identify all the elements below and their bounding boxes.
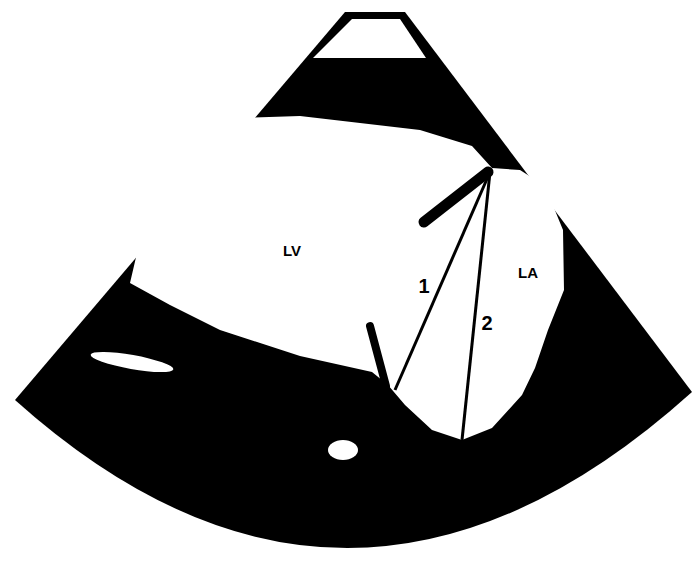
cardiac-chambers bbox=[130, 116, 564, 440]
near-field-region bbox=[313, 19, 426, 58]
measurement-line bbox=[395, 172, 490, 390]
measurement-line bbox=[462, 172, 490, 440]
echo-bright-spot bbox=[89, 348, 174, 376]
chamber-label: LA bbox=[518, 265, 538, 280]
echo-bright-spot bbox=[328, 440, 358, 460]
callout-number: 1 bbox=[418, 276, 429, 296]
chamber-label: LV bbox=[283, 243, 301, 258]
posterior-mitral-leaflet bbox=[370, 326, 386, 386]
ultrasound-sector bbox=[15, 12, 692, 548]
callout-number: 2 bbox=[481, 313, 492, 333]
